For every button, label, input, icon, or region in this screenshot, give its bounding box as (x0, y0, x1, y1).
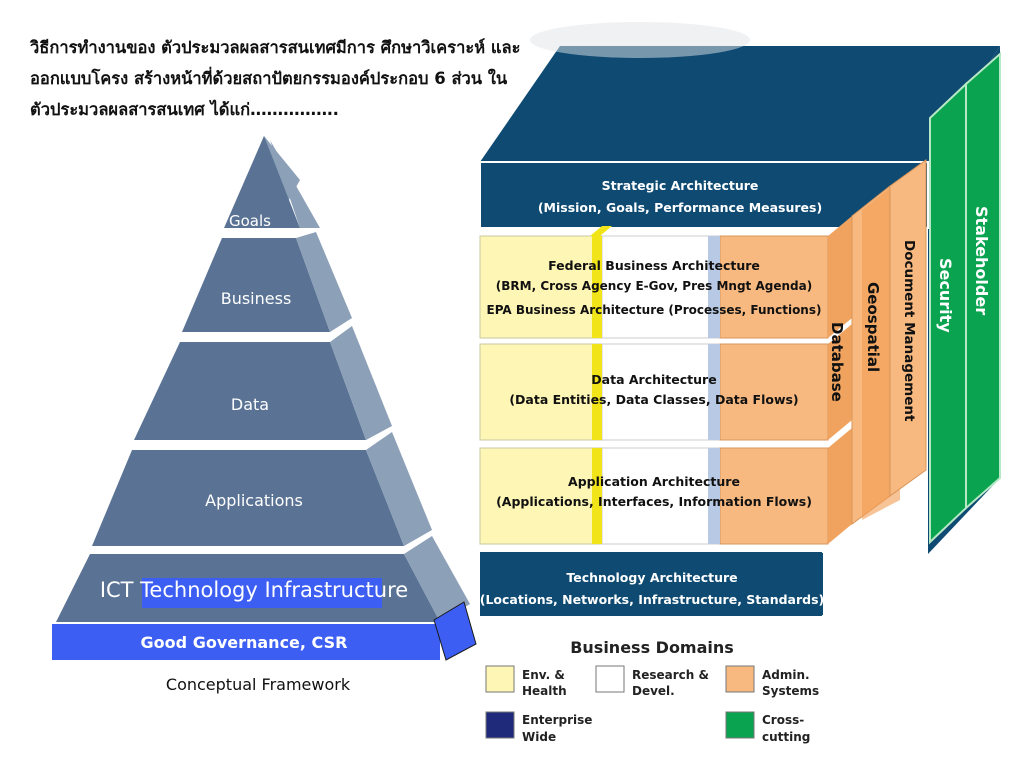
data-rd-block (601, 343, 721, 441)
pyramid-business-right (296, 232, 352, 332)
pyramid-ict-label: ICT Technology Infrastructure (100, 578, 408, 602)
title-line-3: ตัวประมวลผลสารสนเทศ ได้แก่……………. (30, 100, 339, 119)
legend-env-1: Env. & (522, 668, 565, 682)
data-side (828, 324, 852, 440)
governance-label: Good Governance, CSR (141, 633, 348, 652)
business-divider (592, 236, 602, 338)
legend-rd-1: Research & (632, 668, 709, 682)
row-data: Data Architecture (Data Entities, Data C… (479, 324, 852, 441)
data-env-block (479, 343, 603, 441)
legend-cross-2: cutting (762, 730, 810, 744)
pyramid-goals-label: Goals (229, 212, 271, 230)
pyramid-data-label: Data (231, 395, 269, 414)
legend-title: Business Domains (570, 638, 734, 657)
pyramid-applications-right (366, 432, 432, 546)
governance-cube-side (433, 601, 477, 661)
title-line-2: ออกแบบโครง สร้างหน้าที่ด้วยสถาปัตยกรรมอง… (30, 69, 508, 88)
app-admin-block (719, 447, 829, 545)
legend-env-2: Health (522, 684, 567, 698)
business-divider-top (590, 226, 612, 236)
row-application: Application Architecture (Applications, … (479, 428, 852, 545)
pyramid-data (134, 342, 366, 440)
legend: Business Domains Env. & Health Research … (485, 638, 819, 744)
title-line-1: วิธีการทำงานของ ตัวประมวลผลสารสนเทศมีการ… (30, 38, 521, 57)
business-admin-block (719, 235, 829, 339)
app-divider (592, 448, 602, 544)
page-title: วิธีการทำงานของ ตัวประมวลผลสารสนเทศมีการ… (30, 32, 630, 125)
legend-enterprise-1: Enterprise (522, 713, 592, 727)
governance-bar (52, 624, 440, 660)
technology-fill (480, 552, 822, 616)
data-divider (592, 344, 602, 440)
pyramid: Goals Business Data Applications ICT Tec… (52, 136, 477, 694)
pyramid-business-label: Business (221, 289, 292, 308)
technology-line-2: (Locations, Networks, Infrastructure, St… (480, 592, 825, 607)
app-rd-block (601, 447, 721, 545)
business-line-2: (BRM, Cross Agency E-Gov, Pres Mngt Agen… (496, 279, 812, 293)
legend-swatch-rd (595, 665, 625, 693)
document-management-label: Document Management (901, 240, 917, 422)
app-side (828, 428, 852, 544)
data-admin-block (719, 343, 829, 441)
technology-line-1: Technology Architecture (566, 570, 737, 585)
business-env-block (479, 235, 603, 339)
architecture-cube: Strategic Architecture (Mission, Goals, … (479, 22, 1001, 617)
cube-top-face (480, 46, 1000, 162)
strategic-line-2: (Mission, Goals, Performance Measures) (538, 200, 822, 215)
legend-swatch-env (485, 665, 515, 693)
business-side (828, 216, 852, 338)
business-rd-block (601, 235, 721, 339)
legend-swatch-admin (725, 665, 755, 693)
pyramid-goals-right (270, 140, 320, 228)
pyramid-goals (224, 136, 300, 228)
application-line-2: (Applications, Interfaces, Information F… (496, 494, 812, 509)
geospatial-label: Geospatial (864, 282, 882, 372)
app-env-block (479, 447, 603, 545)
legend-cross-1: Cross- (762, 713, 804, 727)
pyramid-applications-label: Applications (205, 491, 303, 510)
pyramid-caption: Conceptual Framework (166, 675, 351, 694)
security-label: Security (936, 258, 955, 333)
application-line-1: Application Architecture (568, 474, 740, 489)
legend-admin-1: Admin. (762, 668, 810, 682)
pyramid-business (182, 238, 330, 332)
legend-admin-2: Systems (762, 684, 819, 698)
pyramid-applications (92, 450, 404, 546)
row-business: Federal Business Architecture (BRM, Cros… (479, 216, 852, 339)
stakeholder-slab (965, 51, 1001, 511)
pyramid-data-right (330, 326, 392, 440)
app-divider-2 (708, 448, 720, 544)
legend-swatch-cross (725, 711, 755, 739)
legend-rd-2: Devel. (632, 684, 675, 698)
ict-highlight (142, 578, 382, 608)
business-line-1: Federal Business Architecture (548, 258, 760, 273)
stakeholder-label: Stakeholder (972, 206, 991, 315)
data-line-2: (Data Entities, Data Classes, Data Flows… (509, 392, 798, 407)
pyramid-ict-right (404, 536, 470, 622)
legend-swatch-enterprise (485, 711, 515, 739)
data-divider-2 (708, 344, 720, 440)
strategic-line-1: Strategic Architecture (602, 178, 759, 193)
business-divider-2 (708, 236, 720, 338)
legend-enterprise-2: Wide (522, 730, 556, 744)
top-sheen (530, 22, 750, 58)
document-slab (889, 159, 927, 497)
database-label: Database (828, 322, 846, 402)
business-line-3: EPA Business Architecture (Processes, Fu… (487, 303, 822, 317)
data-line-1: Data Architecture (591, 372, 716, 387)
